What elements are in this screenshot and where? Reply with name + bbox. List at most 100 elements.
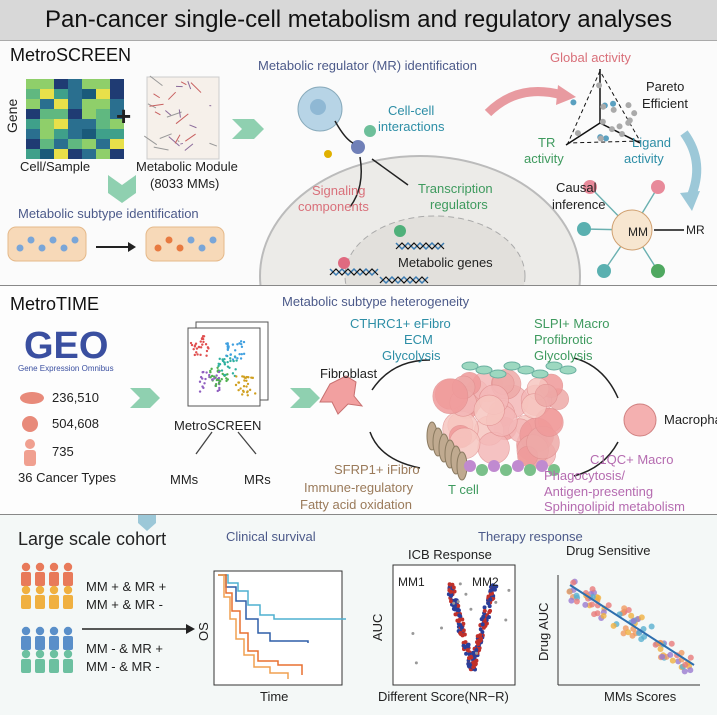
person-head (63, 626, 73, 636)
module-edge (190, 82, 202, 93)
module-edge (168, 136, 180, 147)
ecm-cell (503, 361, 521, 371)
umap-point (221, 358, 224, 361)
heatmap-cell (40, 79, 54, 89)
heatmap-cell (54, 109, 68, 119)
umap-point (210, 374, 214, 378)
umap-point (217, 382, 221, 385)
umap-point (241, 393, 244, 396)
umap-point (235, 375, 238, 378)
pareto-axis (565, 122, 601, 146)
module-edge (209, 142, 218, 147)
immune-cell (464, 460, 476, 472)
subtype-identification-label: Metabolic subtype identification (18, 206, 199, 221)
person-body (49, 572, 59, 586)
heatmap-cell (68, 109, 82, 119)
heatmap-cell (110, 139, 124, 149)
icb-point (449, 599, 454, 604)
ecm-cell (559, 365, 577, 375)
umap-point (207, 347, 210, 350)
umap-point (226, 360, 229, 364)
umap-point (220, 369, 224, 372)
umap-point (192, 347, 195, 351)
module-edge (174, 134, 181, 144)
heatmap-cell (110, 79, 124, 89)
ligand-dot (364, 125, 376, 137)
icb-point (487, 610, 492, 615)
heatmap-cell (54, 149, 68, 159)
immune-cell (488, 460, 500, 472)
person-head (49, 626, 59, 636)
umap-point (227, 345, 230, 348)
umap-point (247, 376, 250, 379)
umap-point (220, 378, 223, 381)
umap-point (226, 348, 230, 352)
person-body (21, 636, 31, 650)
umap-point (199, 346, 203, 349)
figure-title: Pan-cancer single-cell metabolism and re… (0, 0, 717, 41)
arrow-chevron-2 (130, 388, 160, 408)
icb-point (461, 640, 466, 645)
drug-point (589, 601, 596, 608)
icb-point (486, 615, 491, 620)
sample-icon (22, 416, 38, 432)
umap-point (239, 357, 243, 360)
icb-point (481, 625, 486, 630)
module-edge (143, 135, 158, 146)
person-body (35, 572, 45, 586)
umap-point (218, 379, 222, 383)
umap-point (199, 353, 202, 357)
umap-point (203, 382, 206, 385)
signaling-label: Signaling (312, 183, 366, 198)
immune-cell (476, 464, 488, 476)
tf-dot (394, 225, 406, 237)
subtype-arrow-head (128, 242, 136, 252)
phagocytosis-label: Phagocytosis/ (544, 468, 625, 483)
umap-scatter (189, 334, 257, 397)
causal-node (577, 222, 591, 236)
umap-point (232, 359, 235, 363)
drug-point (668, 640, 675, 647)
km-curve (218, 574, 346, 620)
drug-point (605, 602, 612, 609)
heatmap-cell (96, 79, 110, 89)
heatmap-cell (110, 119, 124, 129)
icb-gray-point (494, 600, 498, 604)
heatmap-cell (40, 119, 54, 129)
subtype-dot (38, 244, 46, 252)
umap-point (208, 373, 211, 377)
icb-point (478, 636, 483, 641)
causal-node (651, 264, 665, 278)
macrophage-label: Macrophage (664, 412, 717, 427)
drug-point (600, 612, 607, 619)
causal-node (583, 180, 597, 194)
sfrp1-label: SFRP1+ iFibro (334, 462, 420, 477)
km-curve (218, 574, 289, 679)
person-head (21, 585, 31, 595)
macrophage-icon (623, 403, 657, 437)
umap-point (218, 386, 221, 390)
drug-point (628, 612, 635, 619)
umap-point (210, 367, 213, 371)
umap-point (217, 370, 221, 374)
heatmap-cell (68, 149, 82, 159)
icb-point (474, 658, 479, 663)
person-head (35, 649, 45, 659)
icb-gray-point (504, 618, 508, 622)
drug-point (687, 667, 694, 674)
module-edge (184, 143, 194, 151)
person-body (63, 659, 73, 673)
heatmap-cell (54, 89, 68, 99)
drug-point (669, 657, 676, 664)
person-body (21, 595, 31, 609)
umap-point (231, 343, 235, 346)
person-head (21, 649, 31, 659)
icb-point (488, 588, 493, 593)
module-edge (178, 109, 181, 118)
person-head (63, 562, 73, 572)
module-edge (149, 75, 163, 87)
drug-point (629, 632, 636, 639)
umap-point (198, 390, 202, 393)
icb-point (455, 607, 460, 612)
drug-point (687, 654, 694, 661)
